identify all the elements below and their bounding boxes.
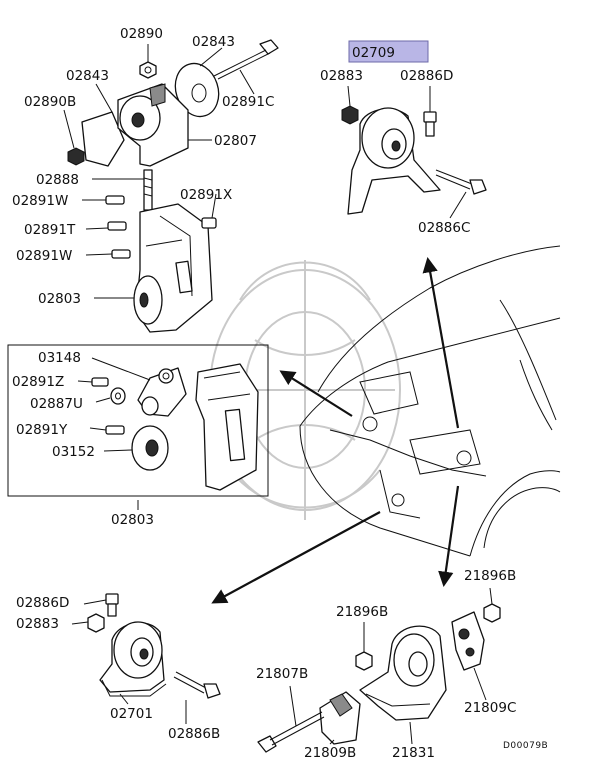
label-02843-right: 02843 [192, 34, 235, 50]
arrow-to-02701 [211, 511, 381, 604]
label-02886d-bottom: 02886D [16, 595, 69, 611]
label-02803-inset: 02803 [111, 512, 154, 528]
label-02701: 02701 [110, 706, 153, 722]
label-02890: 02890 [120, 26, 163, 42]
side-mount-02701[interactable] [87, 593, 167, 697]
label-21896b-right: 21896B [464, 568, 516, 584]
nut-02890[interactable] [139, 61, 157, 79]
bolt-02891c[interactable] [213, 39, 279, 80]
diagram-code: D00079B [503, 741, 548, 751]
label-03152: 03152 [52, 444, 95, 460]
label-02886b: 02886B [168, 726, 220, 742]
bracket-03148[interactable] [137, 367, 187, 417]
nut-02890b[interactable] [67, 147, 85, 166]
bolt-02886b[interactable] [173, 671, 221, 699]
label-02883-top: 02883 [320, 68, 363, 84]
bolt-02891z[interactable] [91, 377, 109, 387]
bolt-02891w-upper[interactable] [105, 195, 125, 205]
label-02891x: 02891X [180, 187, 232, 203]
washer-02887u[interactable] [110, 387, 126, 405]
bushing-03152[interactable] [131, 425, 169, 471]
stopper-02843-right[interactable] [169, 58, 226, 122]
label-02883-bottom: 02883 [16, 616, 59, 632]
front-mount-assembly [63, 39, 279, 333]
label-02891c: 02891C [222, 94, 274, 110]
label-02887u: 02887U [30, 396, 83, 412]
bolt-02891y[interactable] [105, 425, 125, 435]
label-21831: 21831 [392, 745, 435, 761]
inset-box [7, 344, 269, 510]
watermark-emblem [209, 260, 401, 520]
transmission-mount-21831[interactable] [257, 603, 501, 753]
stopper-02843-left[interactable] [81, 111, 125, 167]
label-02891w-upper: 02891W [12, 193, 68, 209]
label-02890b: 02890B [24, 94, 76, 110]
bolt-02891w-lower[interactable] [111, 249, 131, 259]
label-21896b-left: 21896B [336, 604, 388, 620]
highlight-02709-box [348, 40, 429, 63]
bracket-02803[interactable] [133, 203, 213, 333]
bolt-02891x[interactable] [201, 217, 217, 229]
label-21809c: 21809C [464, 700, 516, 716]
label-02891y: 02891Y [16, 422, 68, 438]
arrow-to-21831 [438, 485, 460, 588]
label-21807b: 21807B [256, 666, 308, 682]
label-02891t: 02891T [24, 222, 76, 238]
label-02843-left: 02843 [66, 68, 109, 84]
arrow-to-inset [279, 370, 353, 417]
arrow-to-02709 [422, 256, 460, 429]
label-02709[interactable]: 02709 [352, 45, 395, 61]
label-02886c: 02886C [418, 220, 470, 236]
rear-mount-02709[interactable] [341, 105, 487, 215]
vehicle-outline [299, 245, 561, 557]
stud-02888[interactable] [143, 169, 153, 211]
label-02886d-top: 02886D [400, 68, 453, 84]
label-21809b: 21809B [304, 745, 356, 761]
label-02888: 02888 [36, 172, 79, 188]
label-03148: 03148 [38, 350, 81, 366]
bracket-02803-inset[interactable] [195, 363, 259, 491]
bolt-02891t[interactable] [107, 221, 127, 231]
label-02891z: 02891Z [12, 374, 64, 390]
label-02891w-lower: 02891W [16, 248, 72, 264]
label-02807: 02807 [214, 133, 257, 149]
mount-body-02807[interactable] [117, 83, 189, 167]
label-02803-top: 02803 [38, 291, 81, 307]
